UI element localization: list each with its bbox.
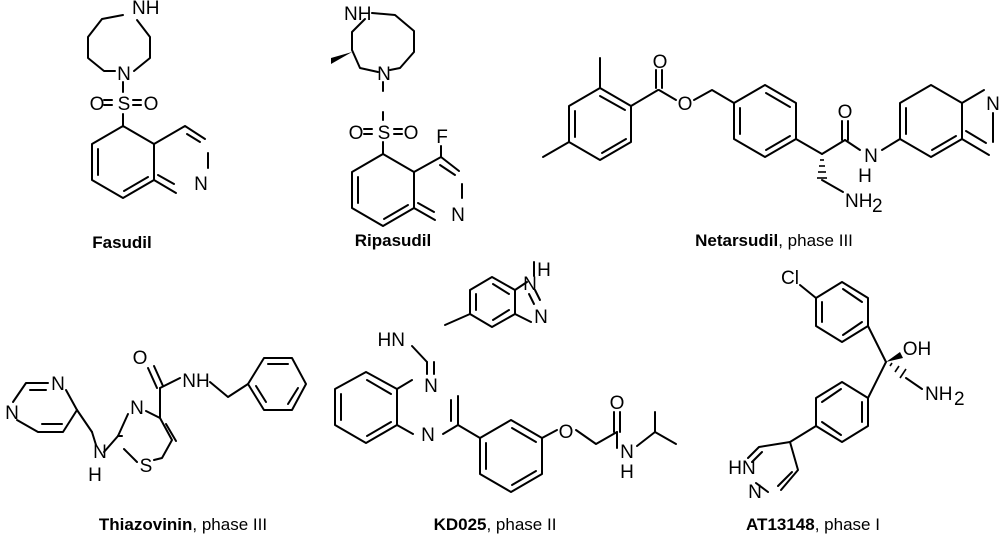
- atom-label: O: [653, 52, 668, 73]
- caption-fasudil: Fasudil: [92, 233, 152, 252]
- caption-kd025: KD025, phase II: [434, 515, 557, 534]
- structure-thiazovinin: N N N H N S O NH: [5, 348, 307, 486]
- atom-label: H: [858, 166, 872, 187]
- atom-label: N: [451, 205, 465, 226]
- atom-label: N: [194, 174, 208, 195]
- atom-label: N: [5, 403, 19, 424]
- atom-label: S: [118, 94, 131, 115]
- atom-label: 2: [954, 389, 965, 410]
- atom-label: N: [93, 442, 107, 463]
- caption-ripasudil: Ripasudil: [355, 231, 432, 250]
- atom-label: 2: [872, 196, 883, 217]
- atom-label: H: [537, 260, 551, 281]
- atom-label: O: [90, 94, 105, 115]
- atom-label: O: [678, 94, 693, 115]
- atom-label: S: [140, 456, 153, 477]
- structure-kd025: H N N HN N N O O N H: [334, 260, 677, 493]
- atom-label: NH: [925, 384, 952, 405]
- structure-ripasudil: NH N S O O F N: [331, 4, 465, 227]
- atom-label: N: [523, 274, 537, 295]
- atom-label: S: [378, 123, 391, 144]
- atom-label: O: [349, 123, 364, 144]
- atom-label: HN: [728, 458, 755, 479]
- atom-label: O: [133, 348, 148, 369]
- structure-netarsudil: O O O N H NH 2 N: [542, 52, 1000, 217]
- atom-label: N: [424, 376, 438, 397]
- atom-label: F: [436, 127, 448, 148]
- atom-label: N: [377, 64, 391, 85]
- structure-at13148: Cl OH NH 2 HN N: [728, 268, 964, 503]
- atom-label: O: [144, 94, 159, 115]
- atom-label: N: [51, 374, 65, 395]
- atom-label: N: [620, 442, 634, 463]
- atom-label: NH: [845, 191, 872, 212]
- atom-label: OH: [903, 339, 932, 360]
- atom-label: O: [838, 102, 853, 123]
- caption-thiazovinin: Thiazovinin, phase III: [99, 515, 267, 534]
- atom-label: NH: [132, 0, 159, 19]
- atom-label: N: [130, 398, 144, 419]
- atom-label: N: [864, 146, 878, 167]
- atom-label: O: [610, 393, 625, 414]
- atom-label: N: [986, 94, 1000, 115]
- atom-label: N: [117, 64, 131, 85]
- atom-label: N: [748, 482, 762, 503]
- atom-label: H: [88, 465, 102, 486]
- atom-label: N: [421, 425, 435, 446]
- atom-label: HN: [378, 330, 405, 351]
- atom-label: N: [534, 307, 548, 328]
- atom-label: O: [404, 123, 419, 144]
- caption-at13148: AT13148, phase I: [746, 515, 880, 534]
- atom-label: Cl: [781, 268, 799, 289]
- structure-fasudil: NH N S O O N: [87, 0, 209, 199]
- atom-label: H: [620, 462, 634, 483]
- caption-netarsudil: Netarsudil, phase III: [695, 231, 853, 250]
- atom-label: NH: [344, 4, 371, 25]
- atom-label: NH: [182, 371, 209, 392]
- atom-label: O: [559, 422, 574, 443]
